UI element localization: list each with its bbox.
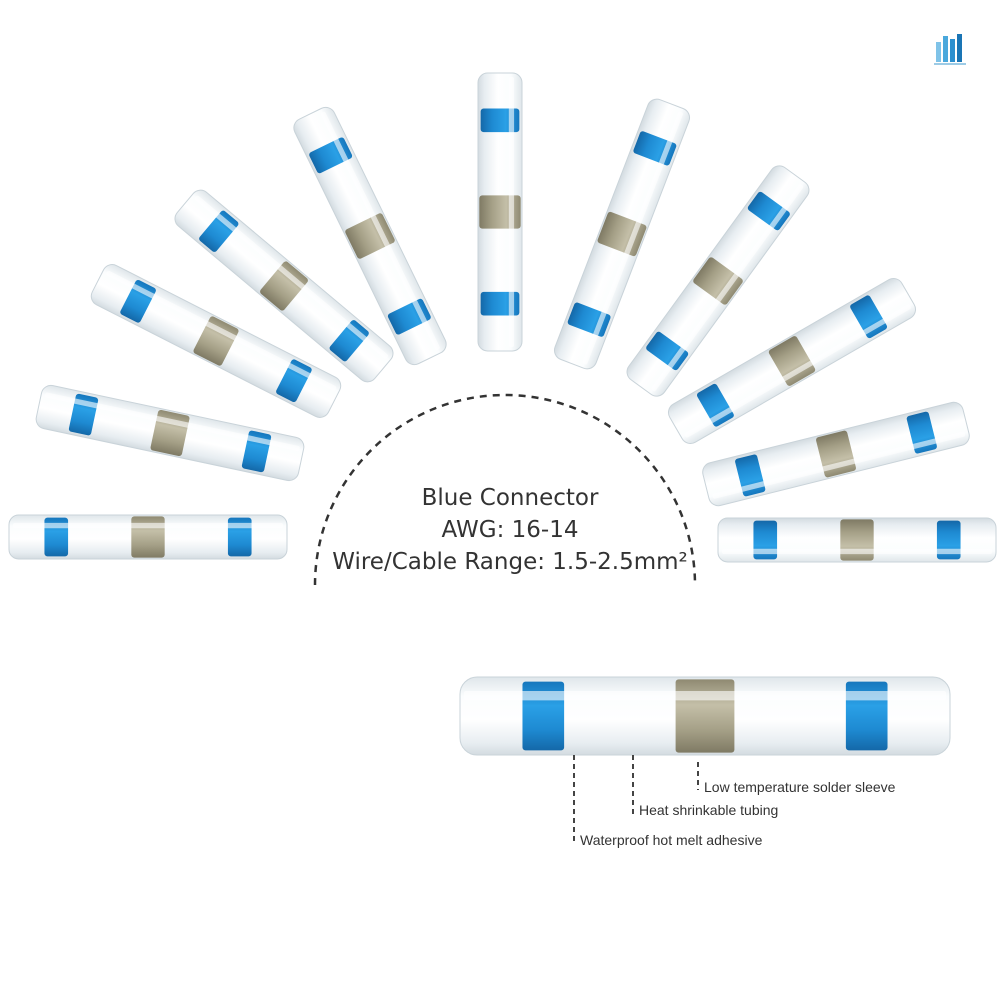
connector-large (459, 676, 951, 756)
solder-sleeve (840, 519, 874, 561)
solder-sleeve (693, 257, 743, 305)
adhesive-band (747, 191, 790, 231)
adhesive-band (199, 210, 239, 252)
connector-item (174, 189, 394, 383)
solder-sleeve (260, 261, 308, 311)
connector-item (477, 72, 523, 352)
product-range: Wire/Cable Range: 1.5-2.5mm² (332, 549, 688, 575)
brand-logo-icon (934, 34, 966, 65)
product-title: Blue Connector (421, 485, 599, 511)
dashed-arc (313, 393, 697, 586)
connector-item (8, 514, 288, 560)
connector-item (717, 517, 997, 563)
solder-sleeve (675, 679, 735, 753)
connector-item (626, 165, 810, 397)
solder-sleeve (768, 336, 816, 386)
connector-detail (459, 676, 951, 756)
connector-item (90, 264, 342, 418)
adhesive-band (329, 320, 369, 362)
solder-sleeve (131, 516, 165, 558)
product-awg: AWG: 16-14 (441, 517, 579, 543)
product-info: Blue Connector AWG: 16-14 Wire/Cable Ran… (300, 482, 720, 578)
adhesive-band (646, 331, 689, 371)
connector-item (667, 277, 917, 445)
callout-leaders (573, 755, 699, 844)
callout-adhesive: Waterproof hot melt adhesive (580, 832, 763, 848)
solder-sleeve (597, 211, 647, 257)
solder-sleeve (193, 316, 239, 366)
solder-sleeve (479, 195, 521, 229)
solder-sleeve (345, 213, 395, 259)
connector-item (702, 401, 970, 507)
connector-item (35, 384, 305, 482)
callout-tubing: Heat shrinkable tubing (639, 802, 779, 818)
connector-item (293, 106, 447, 366)
connector-fan (8, 72, 997, 563)
connector-item (553, 98, 691, 370)
callout-solder: Low temperature solder sleeve (704, 779, 896, 795)
